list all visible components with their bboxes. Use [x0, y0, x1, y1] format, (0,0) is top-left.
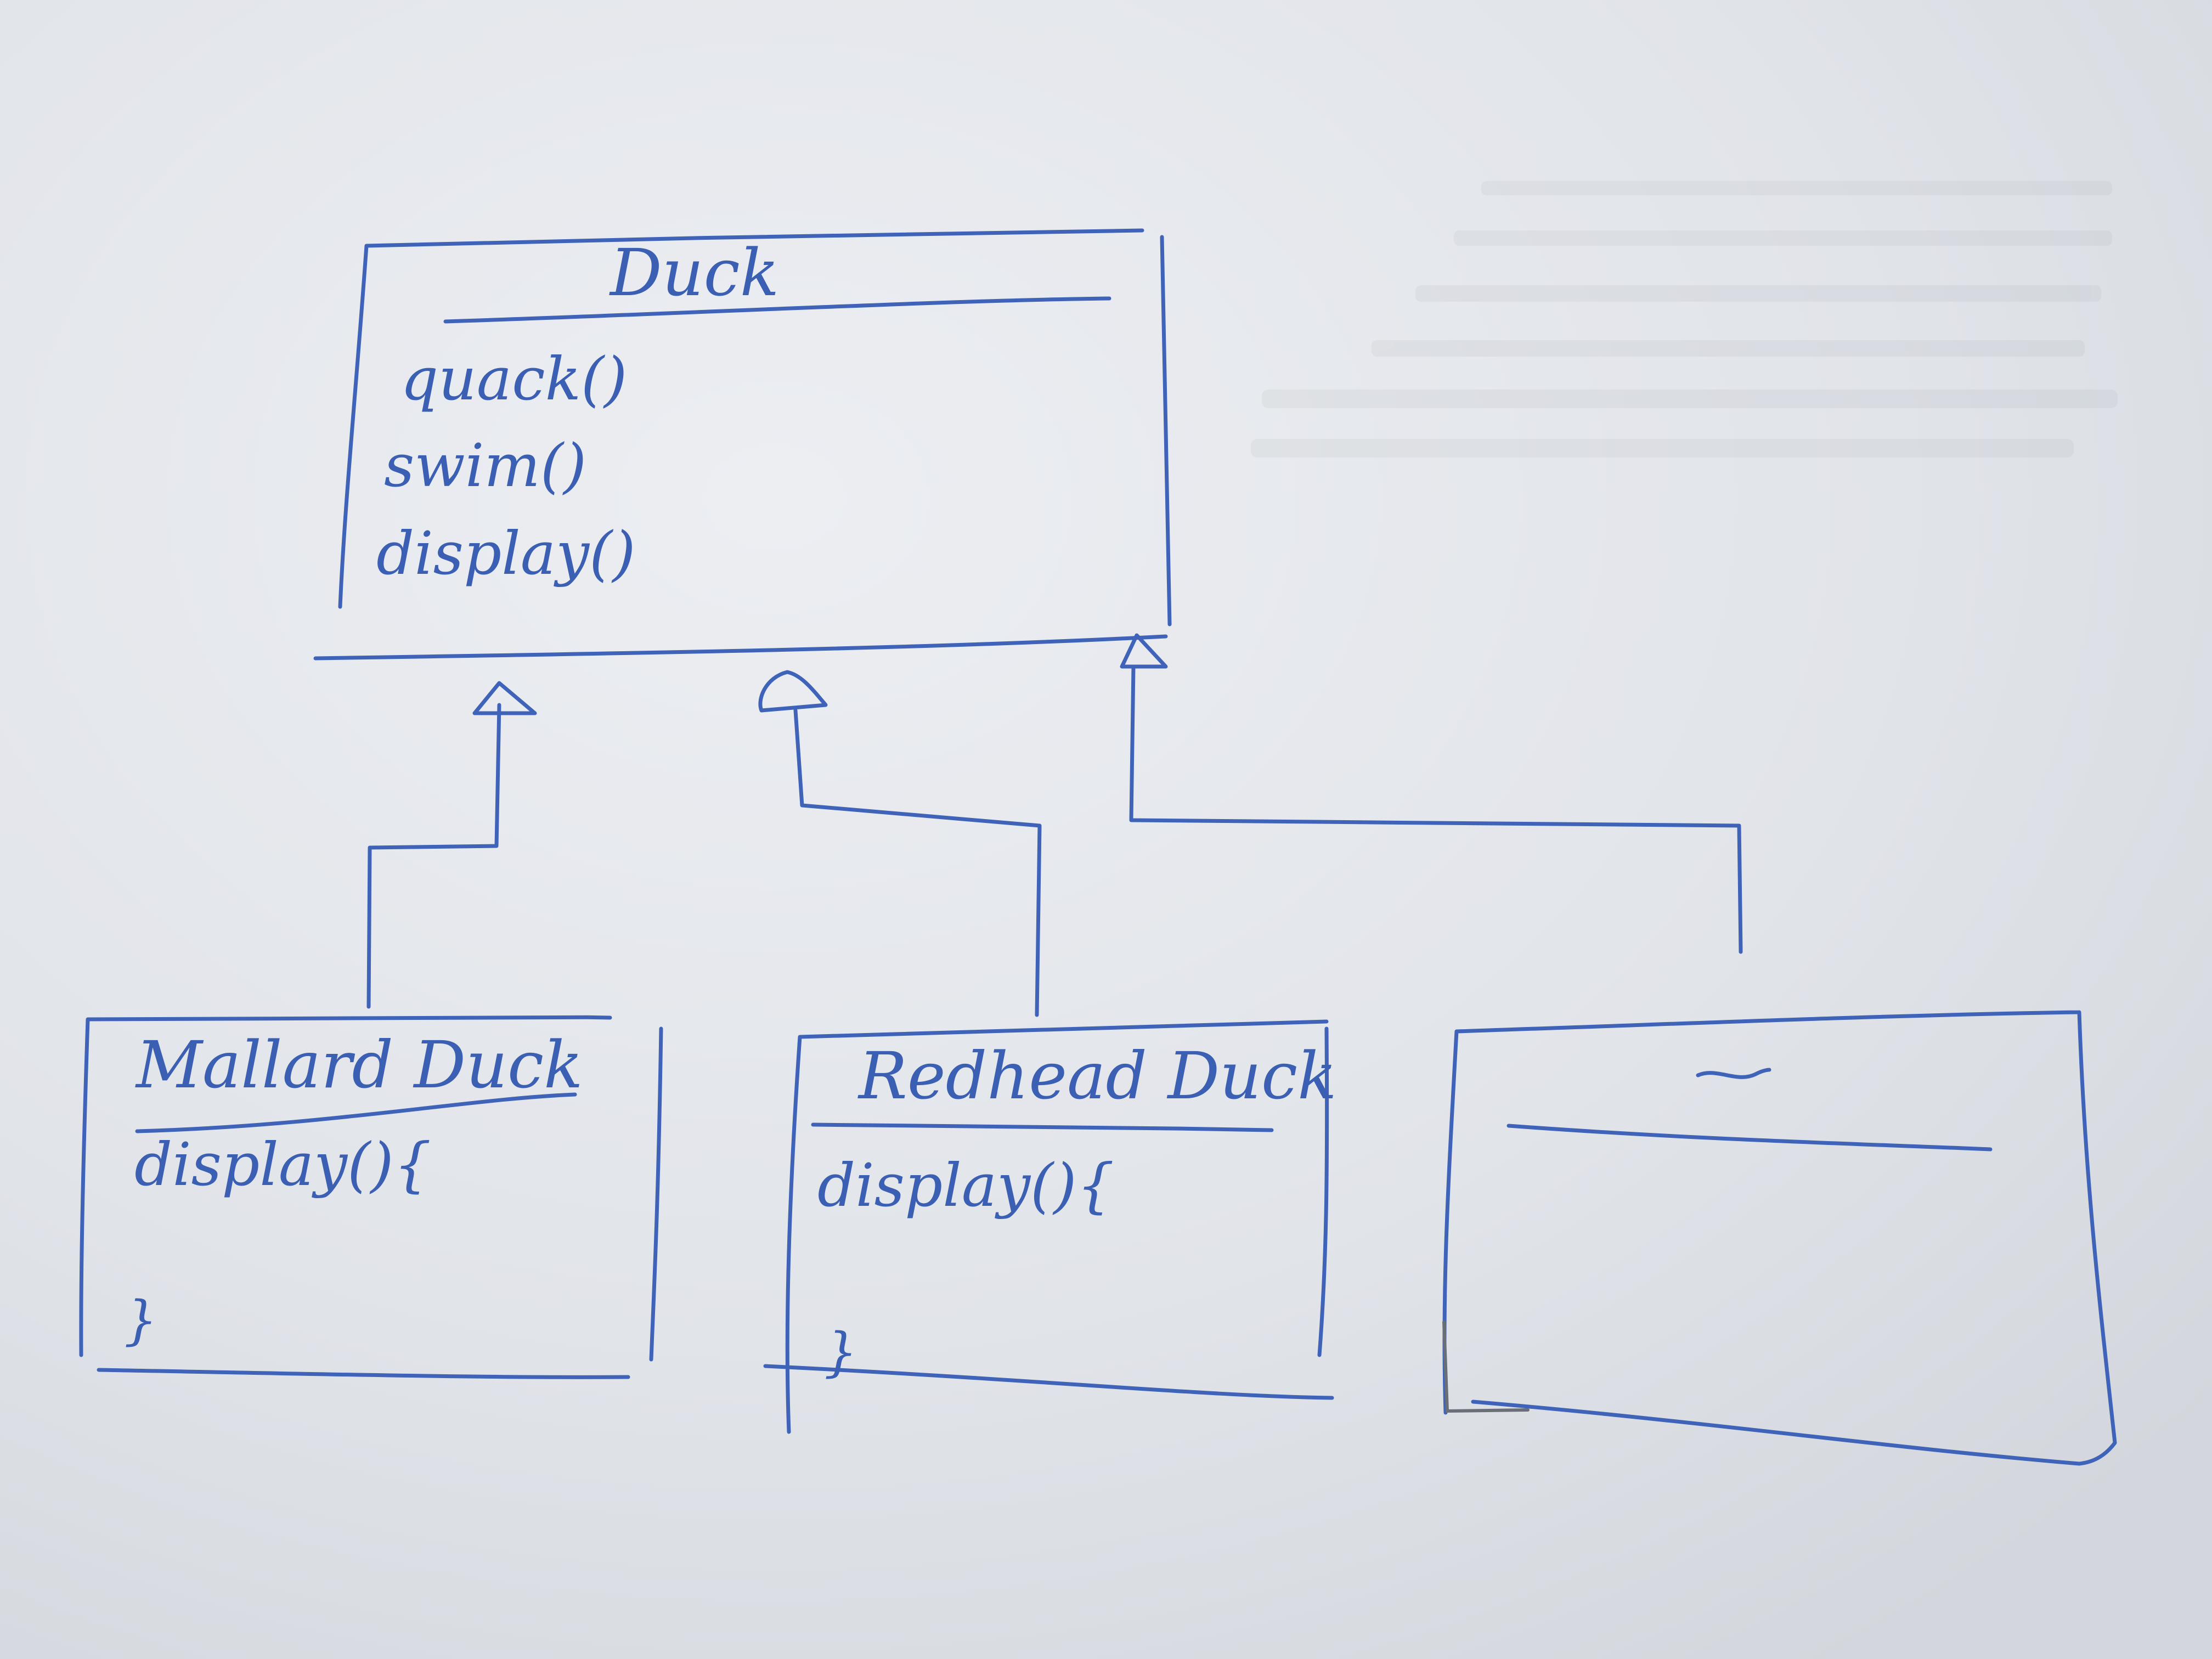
duck-name-divider: [443, 296, 1111, 324]
mallard-inheritance-arrow: [366, 681, 537, 1009]
mallard-triangle-icon: [472, 681, 537, 715]
redhead-box-outline: [763, 1019, 1334, 1434]
duck-method-quack: quack(): [400, 345, 627, 414]
redhead-duck-class-box: Redhead Duck display(){ }: [763, 1019, 1337, 1434]
duck-box-bottom-line: [313, 634, 1168, 661]
mallard-arrow-line: [366, 703, 501, 1009]
redhead-inheritance-arrow: [758, 670, 1042, 1017]
third-class-box: ~: [1442, 1010, 2117, 1466]
redhead-triangle-icon: [758, 670, 828, 713]
third-name-divider: [1506, 1124, 1993, 1152]
redhead-name-underline: [811, 1122, 1274, 1132]
third-class-name-squiggle: [1696, 1068, 1771, 1079]
pencil-corner-mark: [1442, 1321, 1530, 1413]
mallard-class-name: Mallard Duck: [135, 1027, 583, 1103]
duck-method-swim: swim(): [384, 432, 586, 500]
duck-method-display: display(): [376, 520, 635, 588]
mallard-method-display: display(){: [134, 1131, 431, 1199]
redhead-closing-brace: }: [824, 1322, 857, 1383]
mallard-duck-class-box: Mallard Duck display(){ }: [79, 1015, 663, 1379]
mallard-name-underline: [135, 1092, 577, 1133]
mallard-box-outline: [79, 1015, 663, 1379]
redhead-class-name: Redhead Duck: [857, 1038, 1337, 1114]
third-box-bottom-edge: [1471, 1400, 2081, 1466]
show-through-print: [1251, 181, 2118, 458]
mallard-closing-brace: }: [124, 1290, 157, 1351]
redhead-method-display: display(){: [817, 1152, 1114, 1220]
third-arrow-line: [1129, 664, 1743, 954]
third-triangle-icon: [1120, 633, 1168, 669]
third-subclass-inheritance-arrow: [1120, 633, 1743, 954]
duck-box-outline: [338, 228, 1172, 627]
redhead-arrow-line: [793, 708, 1042, 1017]
duck-class-name: Duck: [609, 235, 779, 311]
duck-class-box: Duck quack() swim() display(): [338, 228, 1172, 627]
